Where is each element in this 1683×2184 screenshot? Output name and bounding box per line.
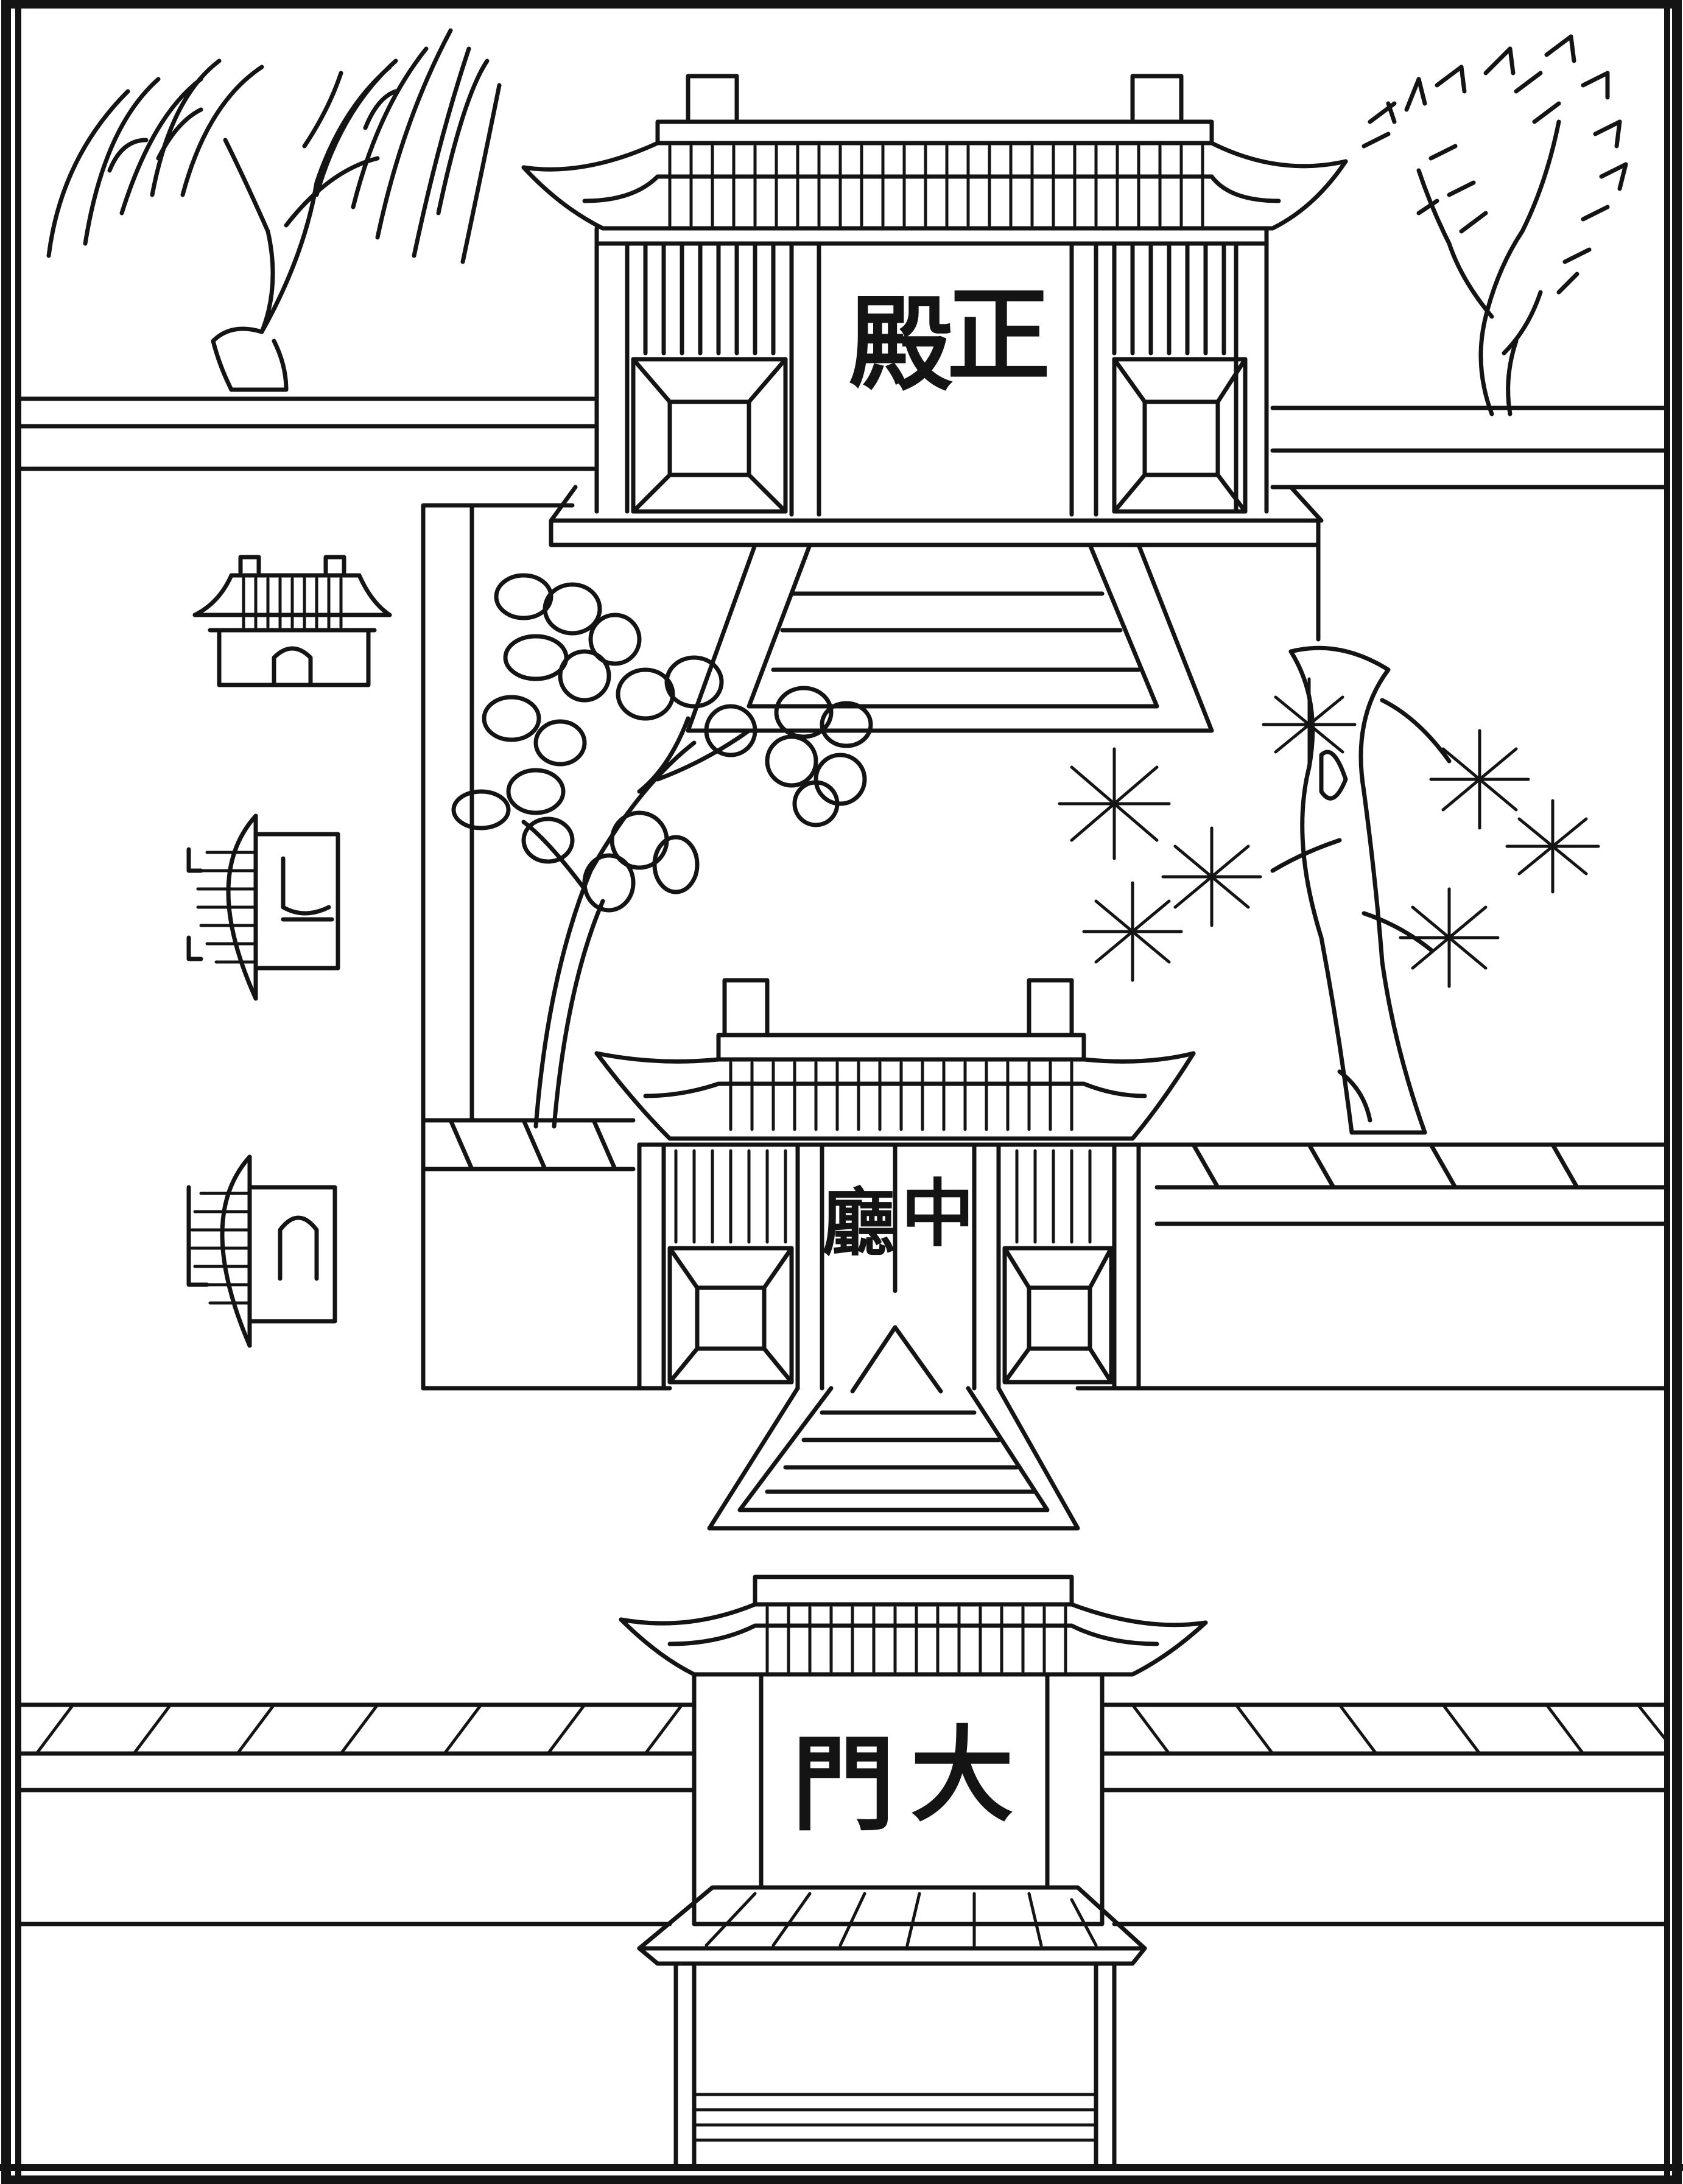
pine-tree [1058,645,1600,1135]
main-hall: 正 殿 [521,74,1348,642]
middle-hall-stairs [707,1325,1080,1531]
pine-needles [1058,677,1600,988]
main-hall-window-left [631,357,788,514]
middle-hall-window-left [667,1246,794,1385]
front-wall [16,1702,1670,1926]
inner-court-wall [421,503,1670,1391]
side-pavilion-top [192,555,392,687]
main-gate-plaque-char-2: 門 [792,1724,895,1845]
main-hall-roof-tiles [668,144,1204,227]
middle-hall-plaque-char-2: 廳 [822,1180,895,1266]
main-hall-plaque-char-1: 正 [947,275,1050,396]
broadleaf-tree [451,573,873,1129]
main-hall-window-right [1112,357,1248,514]
middle-hall-window-right [1002,1246,1114,1385]
main-gate: 大 門 [619,1575,1208,2170]
middle-hall: 中 廳 [594,978,1196,1391]
side-pavilion-middle [186,813,340,1001]
rear-wall [16,396,1670,490]
middle-hall-plaque-char-1: 中 [901,1171,974,1257]
willow-tree [46,28,502,392]
side-pavilion-bottom [186,1154,337,1348]
main-gate-plaque-char-1: 大 [910,1715,1014,1836]
main-hall-stairs [686,542,1214,733]
main-hall-plaque-char-2: 殿 [849,284,953,406]
bamboo-tree [1362,34,1628,416]
